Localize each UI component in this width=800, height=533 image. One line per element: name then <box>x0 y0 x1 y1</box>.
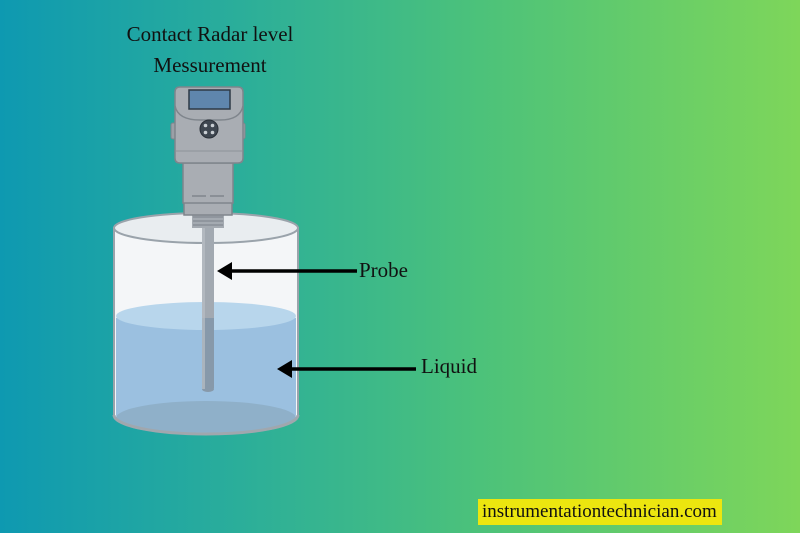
probe-rod-highlight <box>202 226 205 389</box>
liquid-label: Liquid <box>421 354 477 378</box>
hex-nut <box>183 201 233 216</box>
radar-transmitter <box>170 86 246 228</box>
liquid-arrowhead-icon <box>277 360 292 378</box>
liquid-arrow <box>277 360 416 378</box>
adjust-knob-icon <box>199 119 219 139</box>
probe-arrow <box>217 262 357 280</box>
probe-arrowhead-icon <box>217 262 232 280</box>
tank-bottom <box>116 401 296 435</box>
probe <box>202 226 214 392</box>
title-line-2: Messurement <box>153 53 267 77</box>
diagram-title: Contact Radar level Messurement <box>105 19 315 81</box>
probe-label: Probe <box>359 258 408 282</box>
title-line-1: Contact Radar level <box>126 22 294 46</box>
display-screen <box>188 89 231 110</box>
website-watermark: instrumentationtechnician.com <box>478 499 722 525</box>
tank-base-rim <box>112 414 300 436</box>
transmitter-neck <box>182 162 234 204</box>
